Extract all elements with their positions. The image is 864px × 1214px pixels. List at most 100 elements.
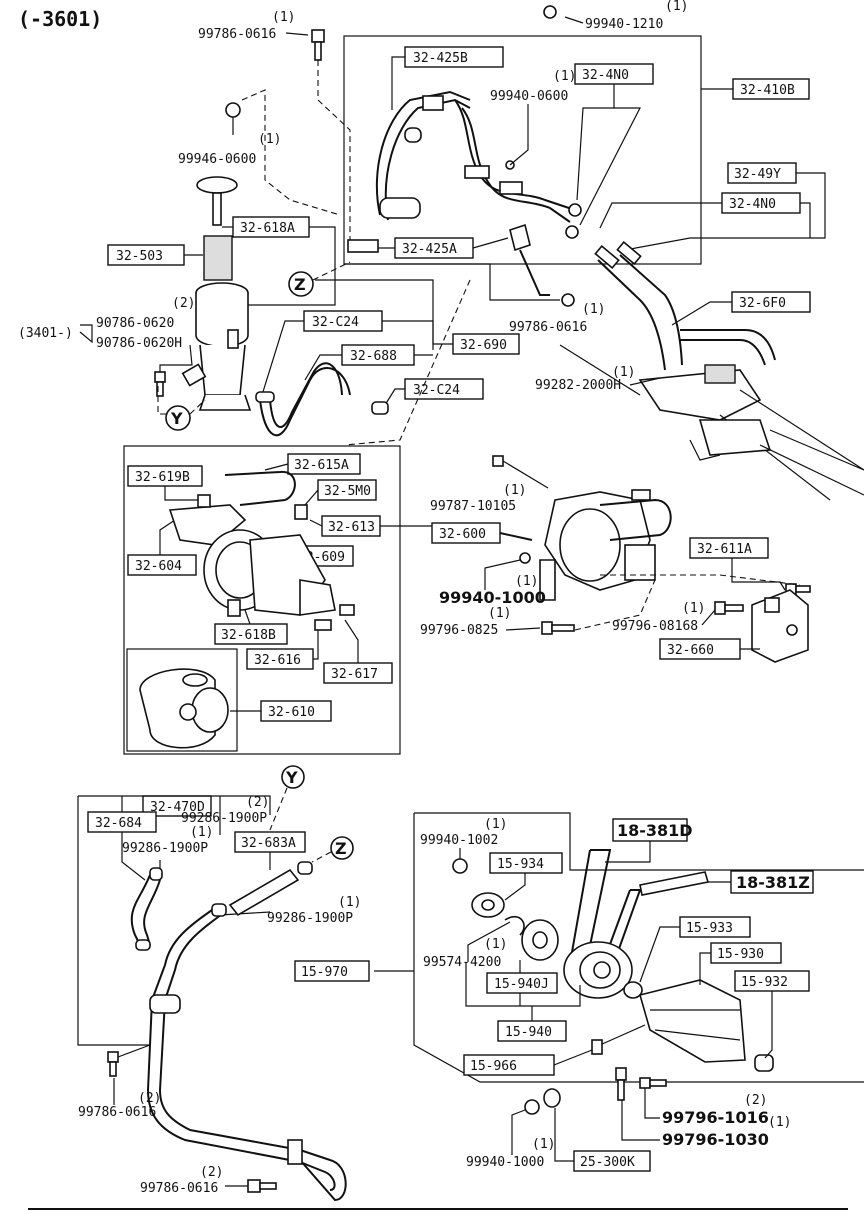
hw-99786-0616-top: 99786-0616 [198,27,276,42]
belt-tensioner-drawing [471,849,774,1072]
reservoir-drawing [181,282,252,411]
callout-y-icon: Y [281,765,305,789]
part-label-32-4N0-right: 32-4N0 [729,197,776,212]
part-label-32-618A: 32-618A [240,221,295,236]
hw-99946-0600: 99946-0600 [178,152,256,167]
hw-99786-0616-bot: 99786-0616 [140,1181,218,1196]
hw-99786-0616-mid: 99786-0616 [509,320,587,335]
part-label-18-381Z: 18-381Z [736,873,810,892]
seal-kit-drawing [139,668,229,749]
bracket-drawing [751,589,809,663]
qty-label: (2) [744,1093,767,1108]
part-label-15-930: 15-930 [717,947,764,962]
qty-label: (2) [200,1165,223,1180]
hw-99787-10105: 99787-10105 [430,499,516,514]
part-label-15-934: 15-934 [497,857,544,872]
bolt-icon [639,1077,667,1089]
part-box-32-604 [127,554,197,576]
steering-gear-drawing [559,240,864,501]
hw-90786-0620: 90786-0620 [96,316,174,331]
part-label-32-604: 32-604 [135,559,182,574]
callout-y-label: Y [170,409,183,428]
side-note-3401: (3401-) [18,326,73,341]
part-label-15-940J: 15-940J [494,977,549,992]
part-box-32-618B [214,623,288,645]
part-box-15-934 [489,852,563,874]
qty-label: (1) [612,365,635,380]
part-label-32-425B: 32-425B [413,51,468,66]
part-label-15-940: 15-940 [505,1025,552,1040]
return-hose-drawing [255,362,351,437]
callout-z-icon: Z [288,271,314,297]
callout-y-label: Y [285,768,298,787]
qty-label: (1) [532,1137,555,1152]
part-box-32-611A [689,537,769,559]
qty-label: (1) [553,69,576,84]
part-label-32-610: 32-610 [268,705,315,720]
reservoir-cap-drawing [196,176,238,226]
qty-label: (2) [138,1091,161,1106]
part-label-32-C24-upper: 32-C24 [312,315,359,330]
qty-label: (1) [515,574,538,589]
filter-icon [203,235,233,281]
part-label-18-381D: 18-381D [617,821,693,840]
hw-99796-0825: 99796-0825 [420,623,498,638]
part-label-15-966: 15-966 [470,1059,517,1074]
qty-label: (1) [484,937,507,952]
bolt-icon [615,1067,627,1101]
bolt-icon [541,621,575,635]
callout-z-icon: Z [330,836,354,860]
part-label-32-660: 32-660 [667,643,714,658]
qty-label: (1) [484,817,507,832]
part-label-15-933: 15-933 [686,921,733,936]
part-label-32-617: 32-617 [331,667,378,682]
hw-99574-4200: 99574-4200 [423,955,501,970]
qty-label: (1) [272,10,295,25]
part-label-32-611A: 32-611A [697,542,752,557]
part-label-32-619B: 32-619B [135,470,190,485]
part-label-32-6F0: 32-6F0 [739,296,786,311]
hw-99940-1210: 99940-1210 [585,17,663,32]
part-label-32-618B: 32-618B [221,628,276,643]
callout-z-label: Z [294,275,306,294]
qty-label: (1) [768,1115,791,1130]
hw-99796-08168: 99796-08168 [612,619,698,634]
bolt-icon [561,293,575,307]
part-label-25-300K: 25-300K [580,1155,635,1170]
hw-99940-0600: 99940-0600 [490,89,568,104]
part-label-32-684: 32-684 [95,816,142,831]
bolt-icon [714,601,744,615]
clamp-icon [371,401,389,415]
part-label-32-C24-lower: 32-C24 [413,383,460,398]
qty-label: (1) [665,0,688,14]
bolt-icon [311,29,325,61]
bolt-icon [107,1051,119,1077]
nut-icon [519,552,531,564]
bolt-icon [154,371,166,397]
part-label-32-613: 32-613 [328,520,375,535]
hw-99786-0616-low: 99786-0616 [78,1105,156,1120]
part-label-32-49Y: 32-49Y [734,167,781,182]
spacer-icon [543,1088,561,1108]
bolt-icon [492,455,549,489]
part-label-32-600: 32-600 [439,527,486,542]
pressure-hose-drawing [347,90,582,296]
part-label-15-970: 15-970 [301,965,348,980]
hw-99286-1900P-a: 99286-1900P [181,811,267,826]
part-label-32-688: 32-688 [350,349,397,364]
seal-kit-frame [126,648,238,752]
nut-icon [543,5,557,19]
qty-label: (1) [582,302,605,317]
pump-drawing [168,470,355,631]
callout-z-label: Z [335,839,347,858]
hw-99940-1000-bot: 99940-1000 [466,1155,544,1170]
bolt-icon [247,1179,277,1193]
pump-assembly-drawing [539,489,672,601]
nut-icon [452,858,468,874]
hw-99286-1900P-b: 99286-1900P [122,841,208,856]
hw-90786-0620H: 90786-0620H [96,336,182,351]
qty-label: (2) [246,795,269,810]
part-label-32-4N0-top: 32-4N0 [582,68,629,83]
hw-99940-1000-mid: 99940-1000 [439,588,546,607]
